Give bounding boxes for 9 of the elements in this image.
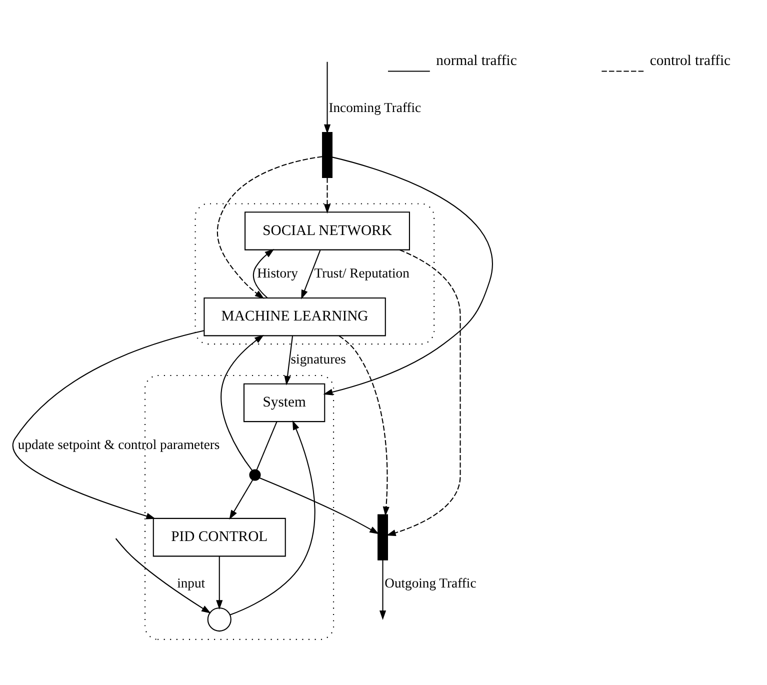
- edge-label: signatures: [290, 351, 346, 366]
- edge-label: update setpoint & control parameters: [18, 437, 220, 452]
- edge-label: Incoming Traffic: [328, 100, 422, 115]
- legend-label: normal traffic: [436, 53, 517, 70]
- legend-label: control traffic: [650, 53, 731, 70]
- edge-label: Trust/ Reputation: [314, 265, 410, 280]
- edge-label: input: [177, 575, 206, 590]
- edge-label: Outgoing Traffic: [384, 575, 476, 590]
- edge-label: History: [257, 265, 298, 280]
